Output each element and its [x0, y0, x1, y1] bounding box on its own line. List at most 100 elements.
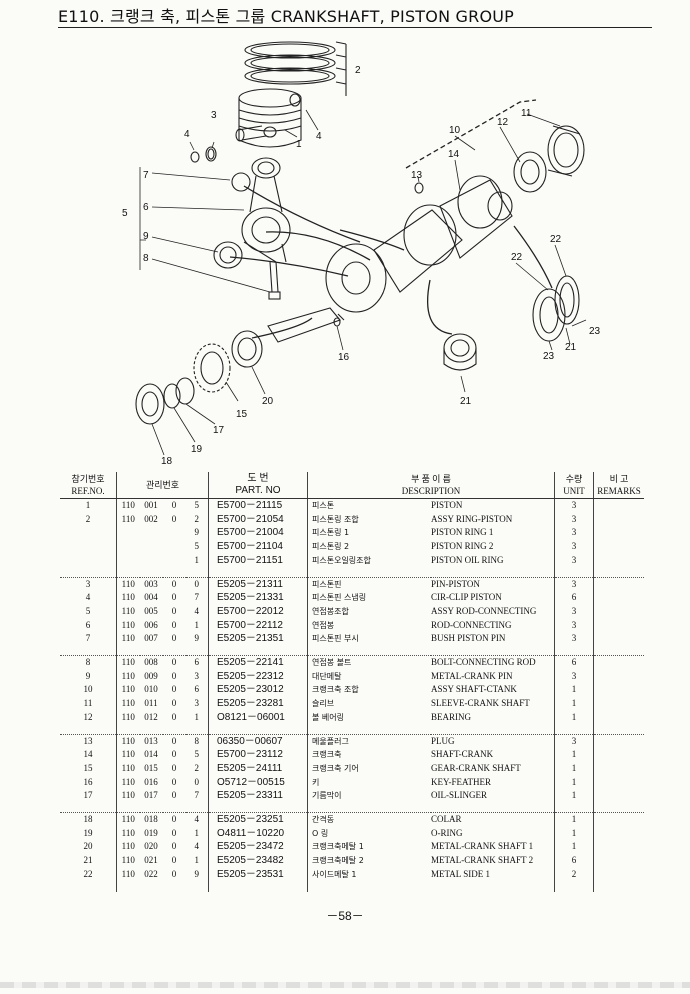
cell-part-number: E5205－23311: [208, 789, 308, 804]
cell-description: O-RING: [431, 826, 555, 841]
cell-unit-qty: 1: [554, 697, 594, 711]
piston-drawing: [238, 88, 302, 148]
cell-remarks: [594, 619, 645, 633]
cell-ref-no: 16: [60, 775, 117, 790]
cell-remarks: [593, 812, 644, 827]
cell-mgmt-1: 110: [121, 500, 135, 510]
cell-mgmt-1: 110: [121, 749, 135, 760]
cell-mgmt-3: 0: [171, 698, 177, 709]
cell-part-number: E5700－22012: [208, 604, 308, 619]
cell-korean-name: 피스톤: [312, 501, 335, 510]
cell-ref-no: [60, 553, 117, 568]
cell-part-number: E5205－23472: [208, 840, 308, 855]
cell-mgmt-1: 110: [121, 776, 135, 787]
cell-ref-no: 15: [60, 761, 117, 776]
cell-part-number: O8121－06001: [208, 710, 308, 725]
cell-ref-no: 3: [60, 576, 117, 592]
cell-mgmt-2: 002: [144, 513, 158, 524]
cell-korean-name: 피스톤링 2: [312, 542, 350, 552]
cell-part-number: E5205－21351: [208, 632, 308, 647]
cell-ref-no: [60, 526, 117, 541]
cell-mgmt-2: 009: [144, 670, 158, 681]
collar-drawing: [135, 377, 195, 425]
cell-unit-qty: 2: [554, 867, 594, 882]
cell-mgmt-3: 0: [171, 670, 177, 681]
cell-korean-name: 연접봉조합: [312, 606, 349, 616]
cell-mgmt-4: 4: [185, 604, 209, 619]
cell-unit-qty: 3: [554, 733, 594, 749]
cell-remarks: [594, 605, 645, 619]
cell-description: BOLT-CONNECTING ROD: [431, 655, 555, 670]
cell-mgmt-1: 110: [121, 619, 135, 630]
cell-unit-qty: 6: [554, 591, 594, 605]
cell-remarks: [594, 632, 645, 646]
cell-part-number: E5205－21311: [208, 576, 308, 592]
callout-10: 10: [449, 125, 461, 136]
cell-mgmt-1: [117, 526, 140, 540]
cell-part-number: E5205－22141: [208, 655, 308, 670]
cell-mgmt-2: 013: [139, 733, 163, 749]
cell-remarks: [594, 840, 645, 854]
cell-mgmt-3: 0: [171, 592, 177, 603]
cell-part-number: E5700－21151: [208, 553, 308, 568]
cell-korean-name: 크랭크축메탈 2: [312, 856, 364, 866]
callout-21: 21: [460, 396, 472, 407]
cell-part-number: O5712－00515: [208, 775, 308, 790]
connecting-rod-drawing: [213, 157, 291, 300]
cell-mgmt-1: 110: [121, 841, 135, 852]
cell-remarks: [594, 868, 645, 882]
cell-unit-qty: 1: [554, 761, 594, 776]
cell-unit-qty: 1: [554, 840, 594, 855]
cell-description: PISTON RING 2: [431, 540, 555, 554]
cell-description: METAL-CRANK SHAFT 1: [431, 840, 555, 855]
cell-description: PIN-PISTON: [431, 576, 555, 592]
cell-mgmt-4: 5: [185, 498, 209, 513]
cell-description: CIR-CLIP PISTON: [431, 591, 555, 605]
cell-mgmt-4: 1: [185, 710, 209, 725]
cell-mgmt-1: 110: [121, 790, 135, 801]
cell-ref-no: 9: [60, 669, 117, 684]
callout-12: 12: [497, 117, 509, 128]
cell-mgmt-2: 007: [144, 633, 158, 644]
cell-ref-no: 12: [60, 710, 117, 725]
cell-mgmt-3: 0: [171, 711, 177, 722]
callout-20: 20: [262, 396, 274, 407]
cell-ref-no: 10: [60, 683, 117, 698]
cell-part-number: E5205－22312: [208, 669, 308, 684]
cell-description: METAL-CRANK PIN: [431, 669, 555, 684]
cell-mgmt-1: [117, 554, 140, 568]
cell-unit-qty: 3: [554, 618, 594, 633]
cell-unit-qty: 1: [554, 826, 594, 841]
cell-mgmt-3: 0: [171, 500, 177, 510]
cell-mgmt-3: 0: [171, 513, 177, 524]
cell-mgmt-2: 020: [144, 841, 158, 852]
table-bottom-padding: [60, 881, 644, 892]
cell-mgmt-4: 8: [185, 733, 209, 749]
cell-mgmt-2: 006: [144, 619, 158, 630]
cell-mgmt-2: 012: [144, 711, 158, 722]
cell-mgmt-3: 0: [171, 841, 177, 852]
cell-mgmt-3: 0: [162, 812, 186, 827]
cell-korean-name: 메울플러그: [307, 733, 431, 749]
assembly-arrows: [229, 99, 553, 339]
cell-mgmt-3: [163, 554, 186, 568]
cell-mgmt-3: 0: [171, 619, 177, 630]
cell-korean-name: 키: [312, 777, 320, 787]
cell-part-number: E5205－23482: [208, 854, 308, 868]
cell-ref-no: 4: [60, 591, 117, 605]
cell-ref-no: 8: [60, 655, 117, 670]
callout-17: 17: [213, 425, 225, 436]
cell-mgmt-2: 011: [144, 698, 158, 709]
cell-mgmt-3: 0: [171, 633, 177, 644]
cell-korean-name: 기름막이: [312, 791, 342, 801]
cell-description: METAL-CRANK SHAFT 2: [431, 854, 555, 868]
cell-mgmt-2: 018: [139, 812, 163, 827]
cell-remarks: [594, 748, 645, 762]
callout-2: 2: [355, 65, 361, 76]
callout-23: 23: [543, 351, 555, 362]
